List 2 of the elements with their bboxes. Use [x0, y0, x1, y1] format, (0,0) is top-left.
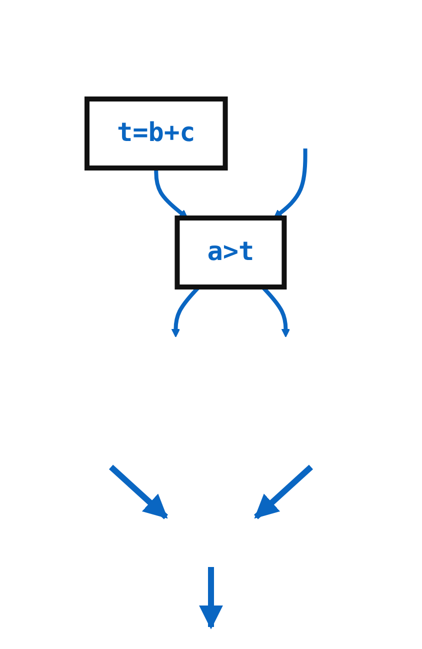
process-box: t=b+c — [84, 96, 228, 170]
process-box: a>t — [174, 215, 287, 289]
